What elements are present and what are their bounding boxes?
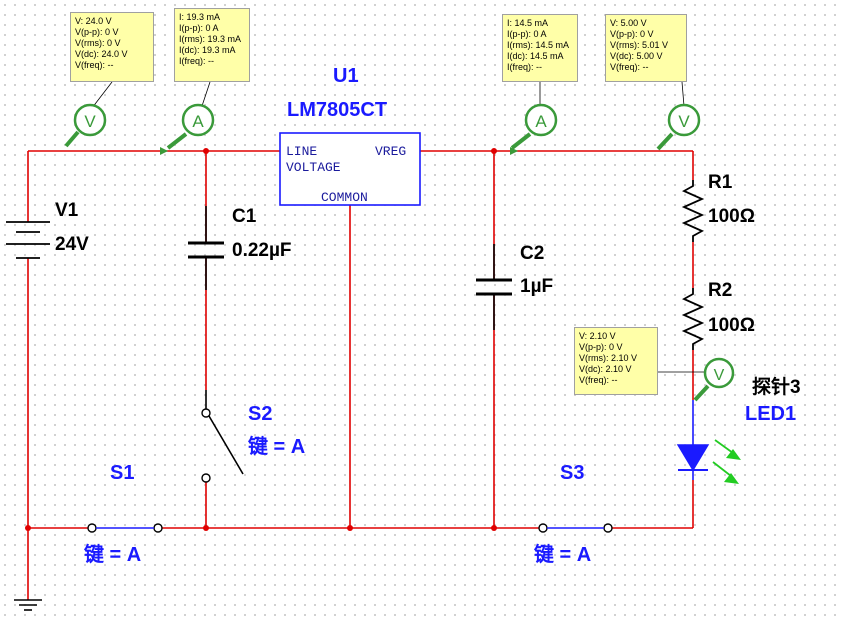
junction-c1-top: [203, 148, 209, 154]
c2-value: 1µF: [520, 276, 553, 297]
junction-left-bottom: [25, 525, 31, 531]
s1-key: 键 = A: [84, 542, 141, 566]
regulator-u1[interactable]: LINE VOLTAGE VREG COMMON: [279, 132, 421, 206]
u1-pin-vreg: VREG: [375, 144, 406, 159]
svg-text:V: V: [84, 112, 96, 131]
probe-v-input-readout: V: 24.0 V V(p-p): 0 V V(rms): 0 V V(dc):…: [70, 12, 154, 82]
u1-pin-voltage: VOLTAGE: [286, 160, 341, 175]
svg-text:A: A: [192, 112, 204, 131]
led1-ref: LED1: [745, 403, 796, 425]
switch-s3[interactable]: [538, 523, 613, 533]
probe-symbols: V A A V V: [64, 81, 735, 402]
r2-ref: R2: [708, 280, 732, 301]
resistor-r1[interactable]: [681, 180, 705, 242]
probe3-label: 探针3: [752, 375, 801, 398]
voltage-probe-icon[interactable]: [73, 103, 107, 137]
led-led1[interactable]: [676, 439, 741, 484]
s1-ref: S1: [110, 462, 134, 484]
junction-s2-bottom: [203, 525, 209, 531]
capacitor-c2[interactable]: [476, 278, 512, 296]
switch-s2[interactable]: [201, 390, 244, 483]
r1-ref: R1: [708, 172, 733, 193]
s3-key: 键 = A: [534, 542, 591, 566]
svg-text:A: A: [535, 112, 547, 131]
s2-ref: S2: [248, 403, 272, 425]
c1-ref: C1: [232, 206, 257, 227]
svg-text:V: V: [714, 367, 725, 384]
ammeter-probe-icon[interactable]: [181, 103, 215, 137]
probe-a-output-readout: I: 14.5 mA I(p-p): 0 A I(rms): 14.5 mA I…: [502, 14, 578, 82]
c2-ref: C2: [520, 243, 544, 264]
probe-a-input-readout: I: 19.3 mA I(p-p): 0 A I(rms): 19.3 mA I…: [174, 8, 250, 82]
current-arrows: [160, 147, 518, 155]
resistor-r2[interactable]: [681, 288, 705, 350]
ammeter-probe-icon[interactable]: [524, 103, 558, 137]
junction-common: [347, 525, 353, 531]
voltage-probe-icon[interactable]: [667, 103, 701, 137]
voltage-probe-icon[interactable]: [703, 357, 735, 389]
u1-pin-line: LINE: [286, 144, 317, 159]
c1-value: 0.22µF: [232, 240, 292, 261]
r1-value: 100Ω: [708, 206, 755, 227]
u1-ref: U1: [333, 65, 359, 87]
v1-ref: V1: [55, 200, 79, 221]
junction-c2-bottom: [491, 525, 497, 531]
r2-value: 100Ω: [708, 315, 755, 336]
probe-v-output-readout: V: 5.00 V V(p-p): 0 V V(rms): 5.01 V V(d…: [605, 14, 687, 82]
switch-s1[interactable]: [87, 523, 163, 533]
probe-v-led-readout: V: 2.10 V V(p-p): 0 V V(rms): 2.10 V V(d…: [574, 327, 658, 395]
u1-part: LM7805CT: [287, 99, 387, 121]
junction-c2-top: [491, 148, 497, 154]
v1-value: 24V: [55, 234, 89, 255]
s2-key: 键 = A: [248, 434, 305, 458]
ground-symbol: [14, 599, 42, 611]
svg-text:V: V: [678, 112, 690, 131]
s3-ref: S3: [560, 462, 584, 484]
capacitor-c1[interactable]: [188, 241, 224, 259]
u1-pin-common: COMMON: [321, 190, 368, 205]
battery-v1[interactable]: [6, 221, 50, 259]
junctions: [25, 148, 497, 531]
led-emission-arrows: [712, 439, 734, 477]
